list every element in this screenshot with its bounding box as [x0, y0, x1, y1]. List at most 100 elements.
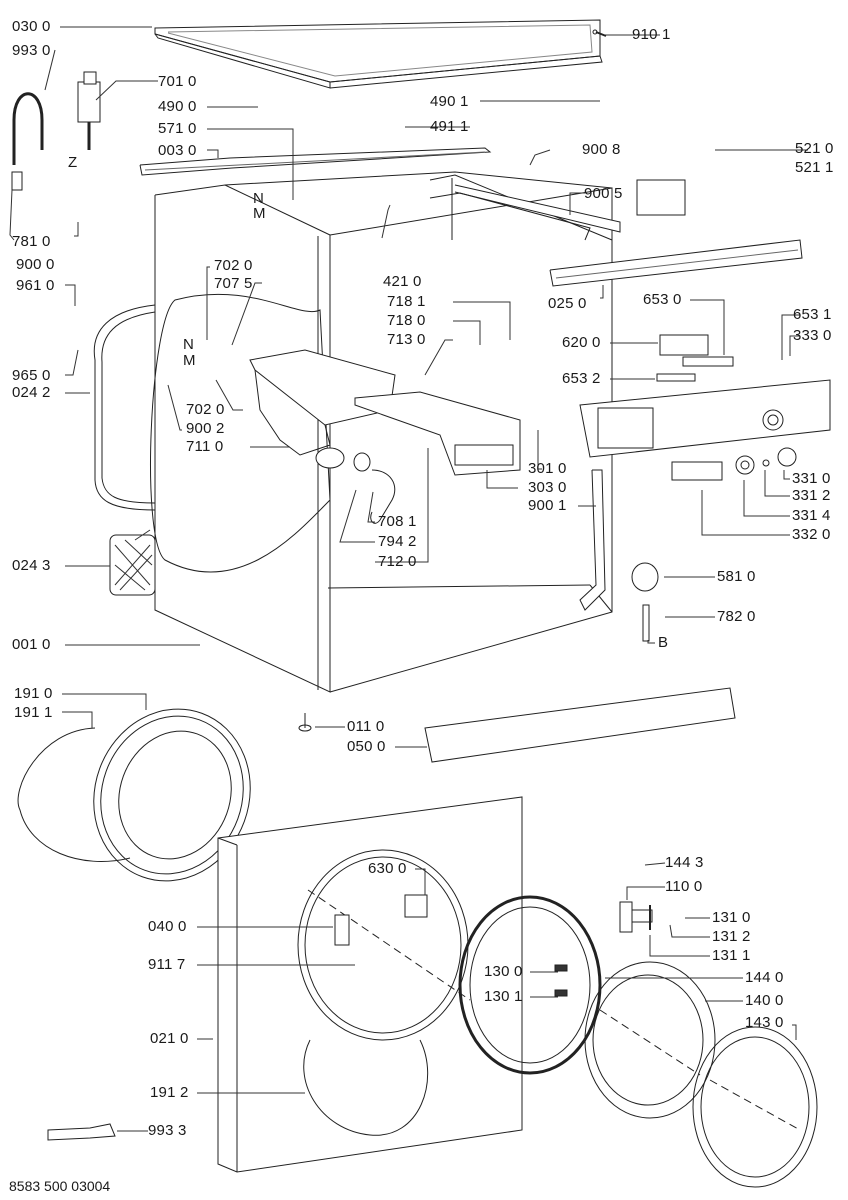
label-140-0: 140 0 [745, 992, 784, 1009]
label-490-1: 490 1 [430, 93, 469, 110]
label-993-0: 993 0 [12, 42, 51, 59]
label-030-0: 030 0 [12, 18, 51, 35]
label-900-0: 900 0 [16, 256, 55, 273]
kickplate [425, 688, 735, 762]
label-630-0: 630 0 [368, 860, 407, 877]
dispenser-balloon [151, 294, 330, 572]
label-332-0: 332 0 [792, 526, 831, 543]
label-001-0: 001 0 [12, 636, 51, 653]
screw [593, 30, 606, 36]
top-lid [155, 20, 602, 88]
label-131-2: 131 2 [712, 928, 751, 945]
document-number: 8583 500 03004 [9, 1178, 111, 1194]
label-191-2: 191 2 [150, 1084, 189, 1101]
label-653-1: 653 1 [793, 306, 832, 323]
label-910-1: 910 1 [632, 26, 671, 43]
label-708-1: 708 1 [378, 513, 417, 530]
label-331-2: 331 2 [792, 487, 831, 504]
inlet-hose [12, 94, 42, 190]
door-handle [620, 902, 652, 932]
label-011-0: 011 0 [347, 718, 385, 735]
label-900-8: 900 8 [582, 141, 621, 158]
display-board [660, 335, 708, 355]
label-025-0: 025 0 [548, 295, 587, 312]
label-707-5: 707 5 [214, 275, 253, 292]
label-z: Z [68, 154, 78, 171]
door-outer-ring [693, 1027, 817, 1187]
control-knobs [672, 448, 796, 480]
label-900-1: 900 1 [528, 497, 567, 514]
grille [110, 530, 155, 595]
label-521-1: 521 1 [795, 159, 834, 176]
leader-lines [10, 27, 808, 1131]
label-421-0: 421 0 [383, 273, 422, 290]
label-702-0-bottom: 702 0 [186, 401, 225, 418]
led-strip [683, 357, 733, 366]
label-m-valve: M [253, 205, 266, 222]
label-303-0: 303 0 [528, 479, 567, 496]
label-050-0: 050 0 [347, 738, 386, 755]
label-144-0: 144 0 [745, 969, 784, 986]
front-panel [218, 797, 522, 1172]
label-b: B [658, 634, 669, 651]
adjustable-foot [299, 713, 311, 731]
label-900-2: 900 2 [186, 420, 225, 437]
label-021-0: 021 0 [150, 1030, 189, 1047]
label-961-0: 961 0 [16, 277, 55, 294]
label-713-0: 713 0 [387, 331, 426, 348]
label-110-0: 110 0 [665, 878, 703, 895]
label-491-1: 491 1 [430, 118, 469, 135]
label-490-0: 490 0 [158, 98, 197, 115]
side-rail [430, 185, 620, 240]
door-seal [18, 687, 274, 903]
label-301-0: 301 0 [528, 460, 567, 477]
label-718-0: 718 0 [387, 312, 426, 329]
label-911-7: 911 7 [148, 956, 186, 973]
label-024-2: 024 2 [12, 384, 51, 401]
label-781-0: 781 0 [12, 233, 51, 250]
label-333-0: 333 0 [793, 327, 832, 344]
led-strip-2 [657, 374, 695, 381]
label-711-0: 711 0 [186, 438, 224, 455]
label-n-valve: N [253, 190, 265, 207]
control-panel [580, 380, 830, 457]
label-620-0: 620 0 [562, 334, 601, 351]
wiring-bracket [580, 470, 605, 610]
label-718-1: 718 1 [387, 293, 426, 310]
label-003-0: 003 0 [158, 142, 197, 159]
label-993-3: 993 3 [148, 1122, 187, 1139]
label-130-1: 130 1 [484, 988, 523, 1005]
top-rail [140, 148, 490, 175]
removal-tool [48, 1124, 115, 1140]
label-191-0: 191 0 [14, 685, 53, 702]
label-702-0-top: 702 0 [214, 257, 253, 274]
door-glass [585, 962, 715, 1118]
label-712-0: 712 0 [378, 553, 417, 570]
door-inner-frame [460, 897, 600, 1073]
label-024-3: 024 3 [12, 557, 51, 574]
label-653-0: 653 0 [643, 291, 682, 308]
label-131-0: 131 0 [712, 909, 751, 926]
label-040-0: 040 0 [148, 918, 187, 935]
label-n-dispenser: N [183, 336, 195, 353]
pcb-module [637, 180, 685, 215]
label-701-0: 701 0 [158, 73, 197, 90]
label-581-0: 581 0 [717, 568, 756, 585]
detergent-drawer [355, 392, 520, 475]
inlet-valve [78, 72, 100, 150]
label-331-0: 331 0 [792, 470, 831, 487]
label-m-dispenser: M [183, 352, 196, 369]
label-794-2: 794 2 [378, 533, 417, 550]
label-191-1: 191 1 [14, 704, 53, 721]
label-143-0: 143 0 [745, 1014, 784, 1031]
label-782-0: 782 0 [717, 608, 756, 625]
label-900-5: 900 5 [584, 185, 623, 202]
rear-panel [94, 305, 155, 510]
label-653-2: 653 2 [562, 370, 601, 387]
rear-rail [550, 240, 802, 286]
label-144-3: 144 3 [665, 854, 704, 871]
pressure-switch [632, 563, 658, 641]
label-965-0: 965 0 [12, 367, 51, 384]
label-130-0: 130 0 [484, 963, 523, 980]
